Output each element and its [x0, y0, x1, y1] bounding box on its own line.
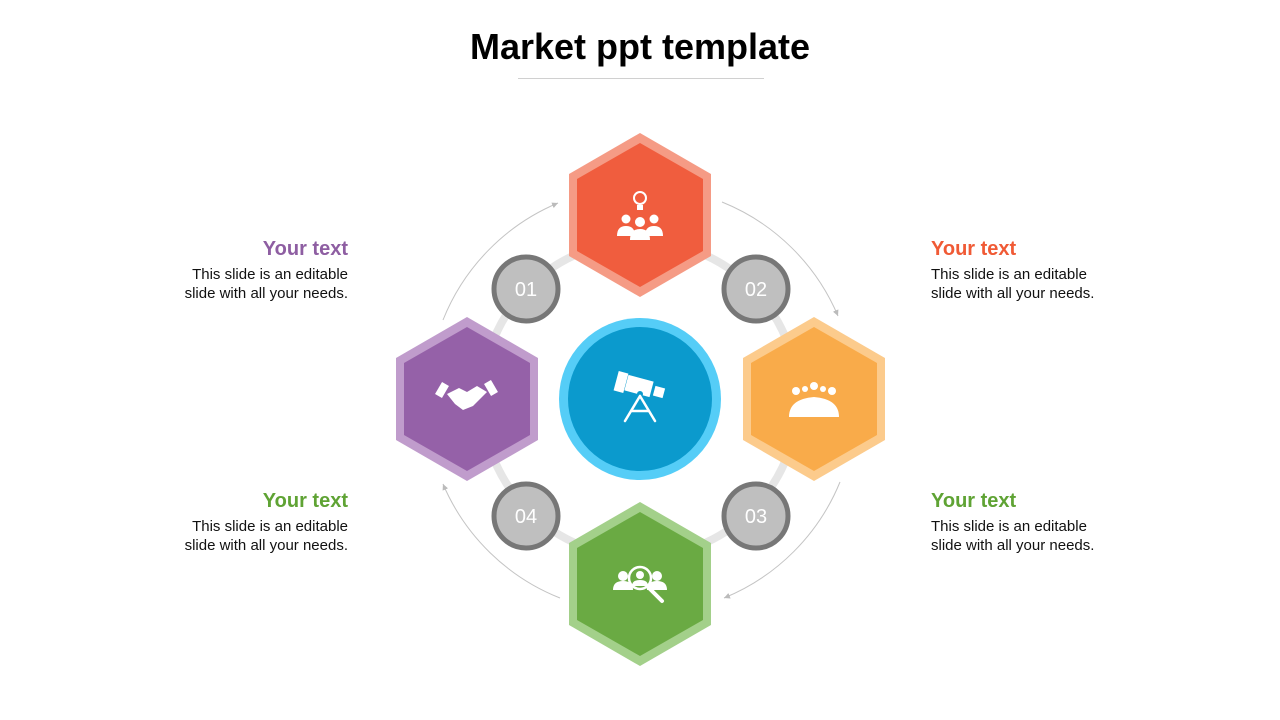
svg-text:03: 03	[745, 506, 767, 528]
arrow-arc	[723, 481, 841, 599]
telescope-icon	[613, 371, 666, 423]
arrow-arc	[721, 201, 839, 317]
meeting-icon	[789, 382, 839, 417]
center-circle	[559, 318, 721, 480]
step-heading: Your text	[262, 490, 348, 512]
handshake-icon	[435, 379, 498, 410]
step-badge-03: 03	[721, 481, 791, 551]
step-heading: Your text	[931, 238, 1017, 260]
svg-text:04: 04	[515, 506, 537, 528]
step-badge-02: 02	[721, 254, 791, 324]
title-divider	[518, 78, 764, 79]
hexagon-bottom	[569, 502, 711, 666]
step-badge-04: 04	[491, 481, 561, 551]
hexagon-top	[569, 133, 711, 297]
svg-text:02: 02	[745, 279, 767, 301]
step-badge-01: 01	[491, 254, 561, 324]
hexagon-left	[396, 317, 538, 481]
page-title: Market ppt template	[469, 26, 811, 67]
svg-text:01: 01	[515, 279, 537, 301]
people-search-icon	[613, 565, 667, 603]
arrow-arc	[442, 483, 561, 599]
step-heading: Your text	[931, 490, 1017, 512]
team-idea-icon	[617, 191, 663, 240]
hexagon-right	[743, 317, 885, 481]
step-heading: Your text	[262, 238, 348, 260]
arrow-arc	[442, 202, 559, 321]
